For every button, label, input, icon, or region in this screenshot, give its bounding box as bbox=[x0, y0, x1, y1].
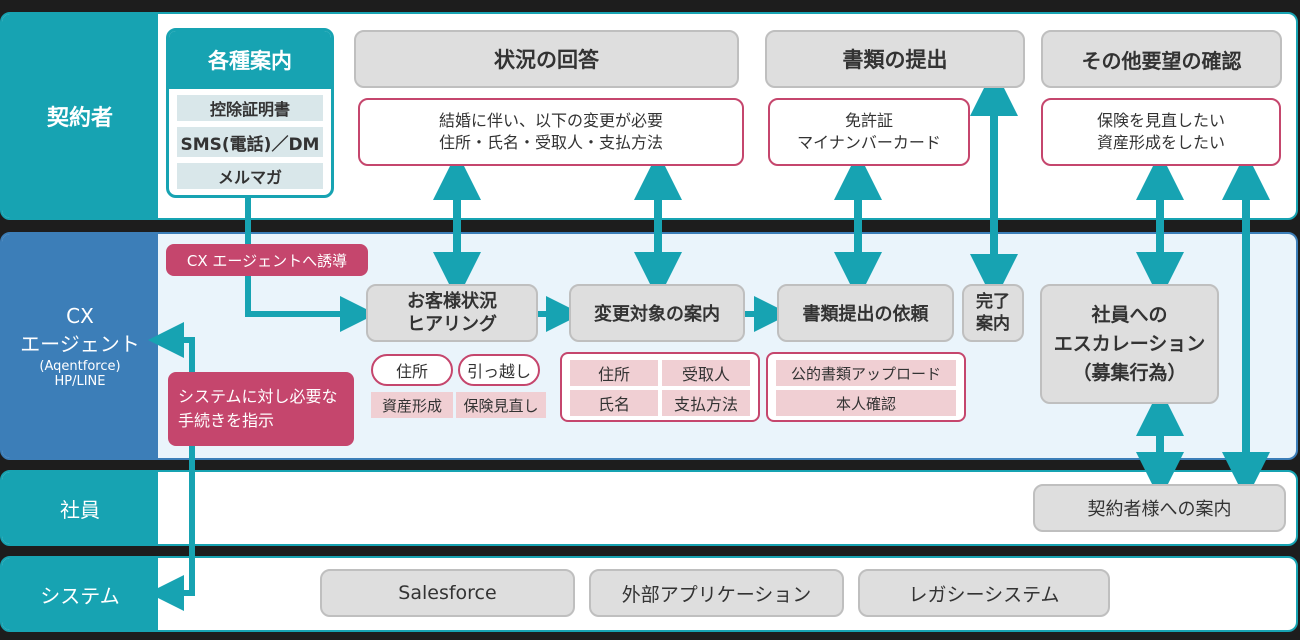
tag-guide-agent: CX エージェントへ誘導 bbox=[166, 244, 368, 276]
step-hearing: お客様状況 ヒアリング bbox=[366, 284, 538, 342]
change-items-box: 住所 受取人 氏名 支払方法 bbox=[560, 352, 760, 422]
change-item-beneficiary: 受取人 bbox=[662, 360, 750, 386]
header-docs: 書類の提出 bbox=[765, 30, 1025, 88]
hearing-item-address: 住所 bbox=[371, 354, 453, 386]
step-done: 完了 案内 bbox=[962, 284, 1024, 342]
employee-guide-box: 契約者様への案内 bbox=[1033, 484, 1286, 532]
header-other: その他要望の確認 bbox=[1041, 30, 1282, 88]
tag-system-instruction: システムに対し必要な 手続きを指示 bbox=[168, 372, 354, 446]
request-status: 結婚に伴い、以下の変更が必要 住所・氏名・受取人・支払方法 bbox=[358, 98, 744, 166]
guide-item-mailmag: メルマガ bbox=[177, 163, 323, 189]
hearing-item-review: 保険見直し bbox=[456, 392, 546, 418]
change-item-name: 氏名 bbox=[570, 390, 658, 416]
hearing-item-asset: 資産形成 bbox=[371, 392, 453, 418]
hearing-item-moving: 引っ越し bbox=[458, 354, 540, 386]
step-request-docs: 書類提出の依頼 bbox=[777, 284, 954, 342]
guide-item-deduction: 控除証明書 bbox=[177, 95, 323, 121]
lane-contractor-label: 契約者 bbox=[2, 14, 158, 218]
guide-title: 各種案内 bbox=[169, 31, 331, 89]
header-status: 状況の回答 bbox=[354, 30, 739, 88]
system-salesforce: Salesforce bbox=[320, 569, 575, 617]
arrow-system-instruction bbox=[148, 322, 195, 611]
request-other: 保険を見直したい 資産形成をしたい bbox=[1041, 98, 1281, 166]
step-change: 変更対象の案内 bbox=[569, 284, 745, 342]
lane-system-label: システム bbox=[2, 558, 158, 630]
system-legacy: レガシーシステム bbox=[858, 569, 1110, 617]
step-escalation: 社員への エスカレーション （募集行為） bbox=[1040, 284, 1219, 404]
request-docs: 免許証 マイナンバーカード bbox=[768, 98, 970, 166]
arrow-guide-to-hearing bbox=[245, 190, 376, 332]
system-external-app: 外部アプリケーション bbox=[589, 569, 844, 617]
docs-item-identity: 本人確認 bbox=[776, 390, 956, 416]
docs-items-box: 公的書類アップロード 本人確認 bbox=[766, 352, 966, 422]
lane-employee-label: 社員 bbox=[2, 472, 158, 544]
guide-box: 各種案内 控除証明書 SMS(電話)／DM メルマガ bbox=[166, 28, 334, 198]
guide-item-sms-dm: SMS(電話)／DM bbox=[177, 127, 323, 157]
change-item-payment: 支払方法 bbox=[662, 390, 750, 416]
change-item-address: 住所 bbox=[570, 360, 658, 386]
docs-item-upload: 公的書類アップロード bbox=[776, 360, 956, 386]
lane-cx-agent-label: CX エージェント (Aqentforce) HP/LINE bbox=[2, 234, 158, 458]
